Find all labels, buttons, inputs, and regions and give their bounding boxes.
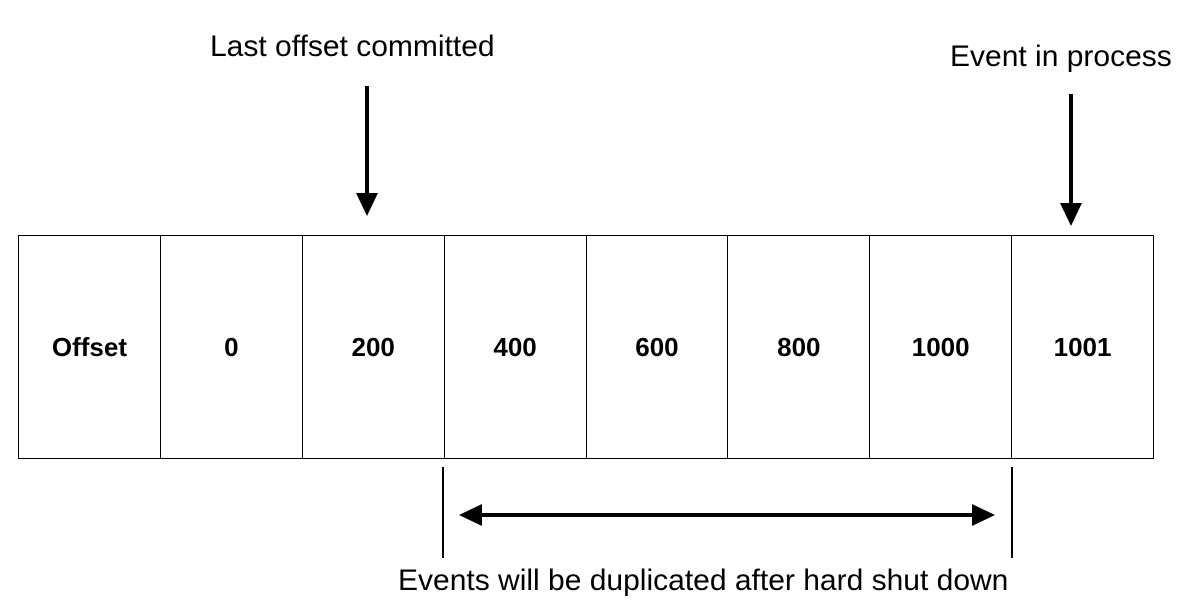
event-in-process-down-arrow	[1060, 94, 1082, 226]
duplicate-range-double-arrow	[459, 504, 995, 526]
offset-cell-1001: 1001	[1053, 331, 1112, 362]
last-offset-down-arrow	[356, 86, 378, 216]
offset-header-cell: Offset	[19, 236, 161, 458]
duplicated-events-note: Events will be duplicated after hard shu…	[398, 564, 1009, 597]
offset-cell-800: 800	[728, 236, 871, 458]
offset-cell-0: 0	[161, 236, 303, 458]
offset-cell-200: 200	[303, 236, 445, 458]
offset-cell-600: 600	[587, 236, 729, 458]
last-offset-committed-label: Last offset committed	[210, 30, 495, 63]
offset-cell-1000: 1000	[870, 236, 1013, 458]
offset-row: Offset 0 200 400 600 800 1000 1001	[18, 235, 1154, 459]
offset-cell-400: 400	[445, 236, 587, 458]
event-in-process-label: Event in process	[950, 40, 1172, 73]
